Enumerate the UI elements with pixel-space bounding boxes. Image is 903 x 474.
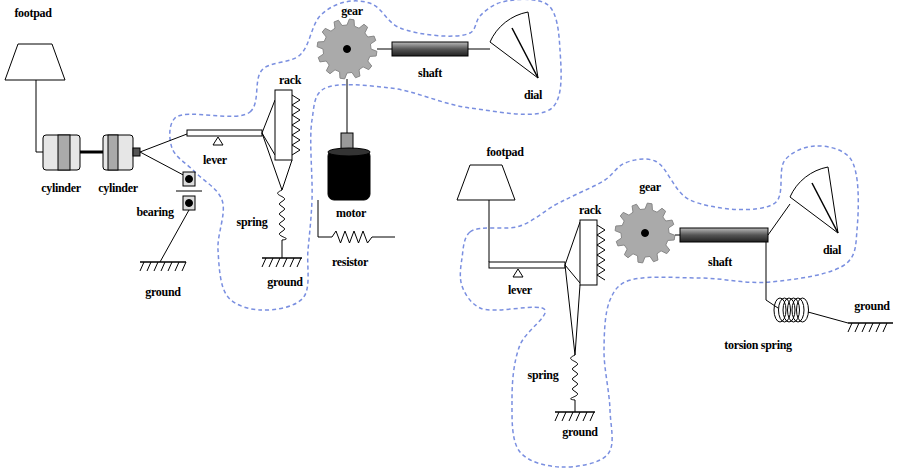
dial-symbol: [790, 167, 838, 233]
part-label: lever: [202, 154, 228, 166]
bearing-symbol: [183, 172, 195, 186]
bearing-ball: [186, 176, 193, 183]
part-label: cylinder: [40, 182, 82, 194]
part-label: dial: [523, 89, 543, 101]
gear-hub: [344, 46, 351, 53]
shaft-end: [768, 204, 790, 235]
part-label: footpad: [485, 146, 524, 158]
motor-cap: [341, 133, 353, 150]
part-label: dial: [822, 244, 842, 256]
torsion-spring-symbol: [774, 298, 809, 322]
rod-end: [133, 148, 140, 156]
part-label: rack: [278, 74, 302, 86]
rack-bar: [580, 220, 597, 285]
part-label: ground: [561, 426, 598, 438]
cylinder-symbol: [43, 135, 80, 170]
linkage-line: [565, 222, 580, 355]
fulcrum: [213, 137, 223, 145]
fulcrum: [513, 269, 523, 277]
part-label: shaft: [707, 256, 733, 268]
footpad-stem: [36, 80, 43, 152]
subsystem-outline: [460, 146, 858, 467]
torsion-link: [766, 242, 778, 308]
footpad-stem: [489, 200, 490, 262]
part-label: lever: [507, 284, 533, 296]
part-label: bearing: [135, 206, 174, 218]
spring-stem: [282, 240, 283, 258]
part-label: gear: [340, 5, 363, 17]
spring-coil: [571, 355, 578, 400]
cylinder-band: [58, 135, 70, 170]
bearing-line: [176, 191, 202, 192]
resistor-symbol: [318, 231, 395, 243]
part-label: spring: [527, 369, 560, 381]
part-label: rack: [578, 204, 602, 216]
part-label: spring: [236, 216, 269, 228]
gear-axle: [377, 49, 392, 50]
part-label: shaft: [417, 67, 443, 79]
rack-bar: [275, 90, 292, 160]
part-label: torsion spring: [723, 339, 792, 351]
motor-body: [328, 150, 370, 200]
spring-stem: [575, 400, 576, 412]
ground-symbols: [140, 258, 893, 421]
part-label: motor: [335, 207, 367, 219]
linkage-line: [140, 134, 189, 178]
bearing-ball: [186, 200, 193, 207]
rack-teeth: [292, 95, 300, 155]
part-label: ground: [853, 300, 890, 312]
motor-stem: [347, 79, 348, 133]
torsion-link: [808, 312, 848, 323]
rack-teeth: [597, 225, 605, 280]
gear-symbol: [317, 19, 377, 79]
dial-symbol: [490, 12, 538, 78]
piston-rod: [80, 151, 103, 154]
lever-bar: [489, 262, 565, 268]
gear-hub: [642, 230, 649, 237]
motor-top: [328, 148, 370, 156]
lever-bar: [187, 130, 262, 136]
gear-axle: [675, 235, 680, 236]
shaft-symbol: [392, 42, 468, 56]
shaft-end: [468, 49, 490, 50]
part-label: resistor: [331, 256, 369, 268]
footpad-symbol: [5, 44, 65, 80]
part-label: ground: [144, 286, 181, 298]
cylinder-band: [108, 135, 118, 170]
shaft-symbol: [680, 228, 768, 242]
part-label: cylinder: [97, 182, 139, 194]
motor-wire: [318, 200, 319, 237]
spring-coil: [278, 190, 287, 240]
bearing-symbol: [183, 196, 195, 210]
part-label: gear: [638, 181, 661, 193]
part-label: footpad: [13, 7, 52, 19]
part-label: ground: [266, 276, 303, 288]
footpad-symbol: [457, 165, 515, 200]
gear-symbol: [615, 203, 675, 263]
cylinder-symbol: [103, 135, 133, 170]
